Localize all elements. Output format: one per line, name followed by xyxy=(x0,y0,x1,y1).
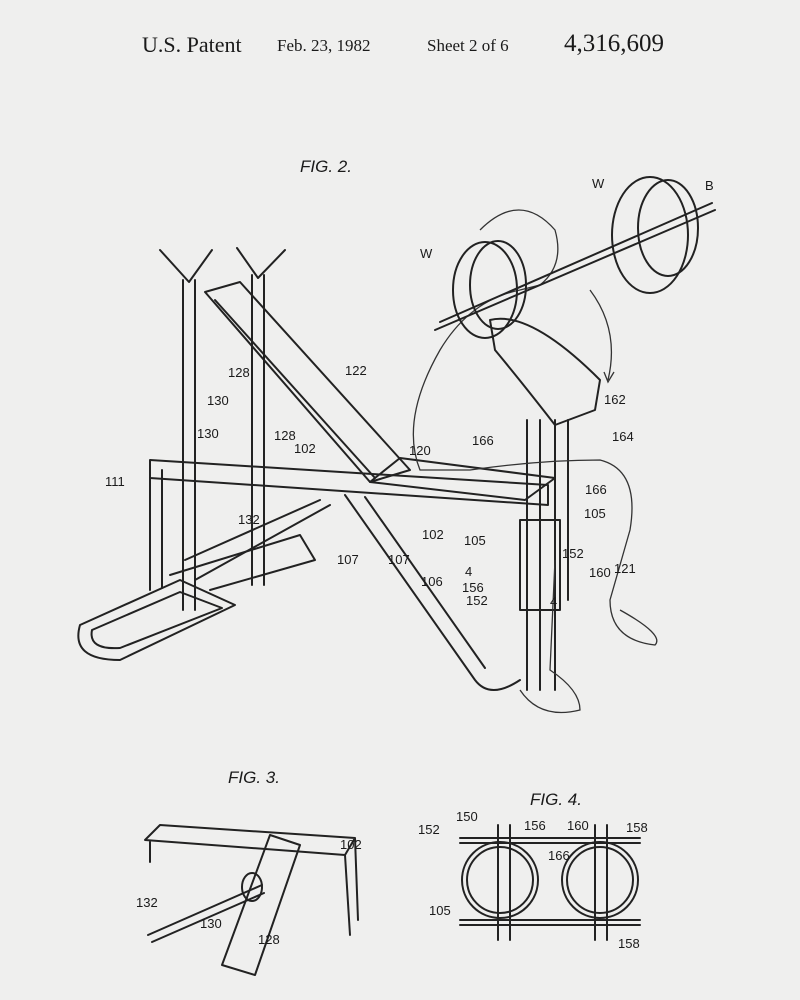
label-107-b: 107 xyxy=(388,552,410,567)
label-4: 4 xyxy=(465,564,472,579)
label-162: 162 xyxy=(604,392,626,407)
label-128-fig3: 128 xyxy=(258,932,280,947)
label-158-b: 158 xyxy=(618,936,640,951)
label-102: 102 xyxy=(294,441,316,456)
fig3-detail-drawing xyxy=(144,824,359,976)
patent-label: U.S. Patent xyxy=(142,32,242,57)
fig4-section-drawing xyxy=(459,824,641,941)
label-128: 128 xyxy=(228,365,250,380)
label-121: 121 xyxy=(614,561,636,576)
label-130-fig3: 130 xyxy=(200,916,222,931)
label-150: 150 xyxy=(456,809,478,824)
label-156: 156 xyxy=(462,580,484,595)
fig4-reference-numerals: 150 156 160 158 152 166 105 158 xyxy=(418,809,648,951)
label-105: 105 xyxy=(584,506,606,521)
label-156-fig4: 156 xyxy=(524,818,546,833)
fig3-title: FIG. 3. xyxy=(228,768,280,787)
label-132-fig3: 132 xyxy=(136,895,158,910)
weight-bench-drawing xyxy=(77,176,716,714)
label-b: B xyxy=(705,178,714,193)
label-164: 164 xyxy=(612,429,634,444)
fig2-reference-numerals: W B W 128 122 130 130 128 102 162 164 16… xyxy=(105,176,714,609)
label-152: 152 xyxy=(562,546,584,561)
label-130: 130 xyxy=(207,393,229,408)
label-4-b: 4 xyxy=(550,594,557,609)
label-102-b: 102 xyxy=(422,527,444,542)
label-111: 111 xyxy=(105,474,125,489)
fig3-reference-numerals: 102 132 130 128 xyxy=(136,837,362,947)
label-152-fig4: 152 xyxy=(418,822,440,837)
label-132: 132 xyxy=(238,512,260,527)
fig4-title: FIG. 4. xyxy=(530,790,582,809)
fig2-title: FIG. 2. xyxy=(300,157,352,176)
label-w-top: W xyxy=(592,176,605,191)
label-105-fig4: 105 xyxy=(429,903,451,918)
label-160: 160 xyxy=(589,565,611,580)
label-128-b: 128 xyxy=(274,428,296,443)
label-152-b: 152 xyxy=(466,593,488,608)
patent-date: Feb. 23, 1982 xyxy=(277,36,371,55)
label-158: 158 xyxy=(626,820,648,835)
sheet-number: Sheet 2 of 6 xyxy=(427,36,509,55)
label-130-b: 130 xyxy=(197,426,219,441)
label-166-b: 166 xyxy=(585,482,607,497)
label-106: 106 xyxy=(421,574,443,589)
label-107: 107 xyxy=(337,552,359,567)
label-122: 122 xyxy=(345,363,367,378)
label-120: 120 xyxy=(409,443,431,458)
label-166: 166 xyxy=(472,433,494,448)
label-160-fig4: 160 xyxy=(567,818,589,833)
label-105-b: 105 xyxy=(464,533,486,548)
label-166-fig4: 166 xyxy=(548,848,570,863)
patent-number: 4,316,609 xyxy=(564,30,664,57)
label-102-fig3: 102 xyxy=(340,837,362,852)
label-w: W xyxy=(420,246,433,261)
